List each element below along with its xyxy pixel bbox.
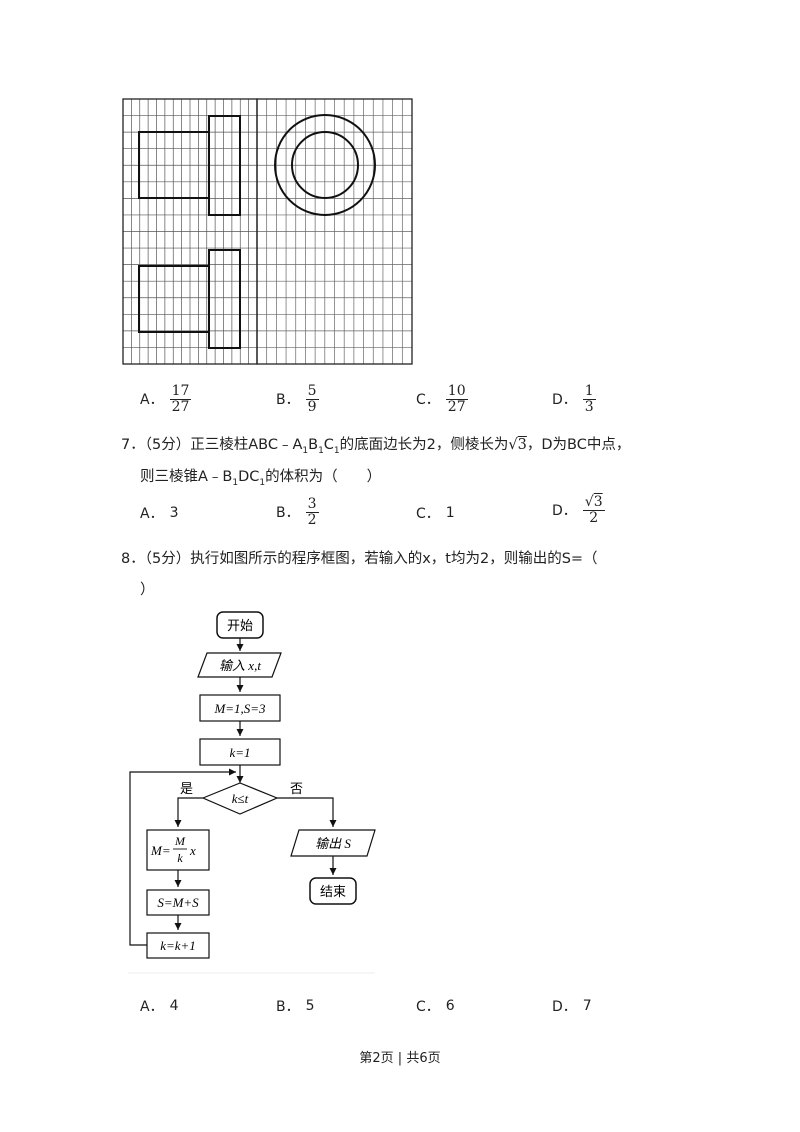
q8-line1: 8．（5分）执行如图所示的程序框图，若输入的x，t均为2，则输出的S=（	[121, 551, 598, 567]
side-view-outer-circle	[274, 114, 376, 216]
flow-start-text: 开始	[227, 619, 253, 634]
q6-option-c-label: C．	[416, 392, 440, 409]
q8-option-a[interactable]: A．4	[140, 998, 179, 1015]
front-view-small-rect	[208, 115, 241, 216]
grid-left-lines	[123, 99, 257, 364]
q7-number: 7．	[121, 437, 145, 453]
q6-option-a-label: A．	[140, 392, 164, 409]
flow-step1-num: M	[174, 834, 186, 848]
three-view-grid-figure	[122, 98, 413, 365]
side-view-inner-circle	[291, 131, 359, 199]
flow-end-text: 结束	[320, 885, 346, 900]
flow-no-label: 否	[290, 782, 303, 797]
q8-option-b[interactable]: B．5	[276, 998, 315, 1015]
flow-condition-text: k≤t	[232, 791, 249, 806]
q8-points: （5分）	[144, 551, 191, 567]
flow-init-text: M=1,S=3	[213, 701, 266, 716]
flow-step2-box	[146, 889, 210, 916]
grid-right-border	[256, 98, 413, 365]
q7-sqrt: √3	[508, 437, 527, 453]
q7-line1: 7．（5分）正三棱柱ABC﹣A1B1C1的底面边长为2，侧棱长为√3，D为BC中…	[121, 437, 631, 456]
flow-output-text: 输出 S	[315, 836, 351, 851]
top-view-small-rect	[208, 249, 241, 349]
flow-k-init-box	[199, 738, 281, 766]
flow-input-box	[197, 652, 282, 678]
q6-option-d-label: D．	[552, 392, 577, 409]
q8-number: 8．	[121, 551, 145, 567]
flow-step3-box	[146, 932, 210, 959]
flow-step1-x: x	[189, 843, 196, 858]
page-footer: 第2页 | 共6页	[359, 1051, 441, 1066]
flow-step3-text: k=k+1	[160, 938, 196, 953]
flow-yes-label: 是	[180, 782, 193, 797]
flow-end-box	[309, 877, 357, 905]
flow-step1-den: k	[177, 851, 183, 865]
grid-right-lines	[257, 99, 412, 364]
flow-k-init-text: k=1	[229, 745, 250, 760]
q6-option-b-label: B．	[276, 392, 300, 409]
flow-output-box	[290, 829, 376, 857]
flow-input-text: 输入 x,t	[219, 658, 261, 673]
flow-step2-text: S=M+S	[157, 895, 199, 910]
flow-step1-lhs: M=	[150, 843, 171, 858]
q7-option-a[interactable]: A．3	[140, 505, 179, 522]
q8-line2: ）	[140, 582, 155, 598]
q8-option-c[interactable]: C．6	[416, 998, 455, 1015]
q7-points: （5分）	[144, 437, 191, 453]
q7-option-c[interactable]: C．1	[416, 505, 455, 522]
q8-option-d[interactable]: D．7	[552, 998, 592, 1015]
q7-line2: 则三棱锥A﹣B1DC1的体积为（ ）	[140, 469, 382, 488]
flow-init-box	[199, 694, 281, 722]
program-flowchart: 开始 输入 x,t M=1,S=3 k=1 k≤t 是 否 M= M k x S…	[128, 611, 376, 974]
